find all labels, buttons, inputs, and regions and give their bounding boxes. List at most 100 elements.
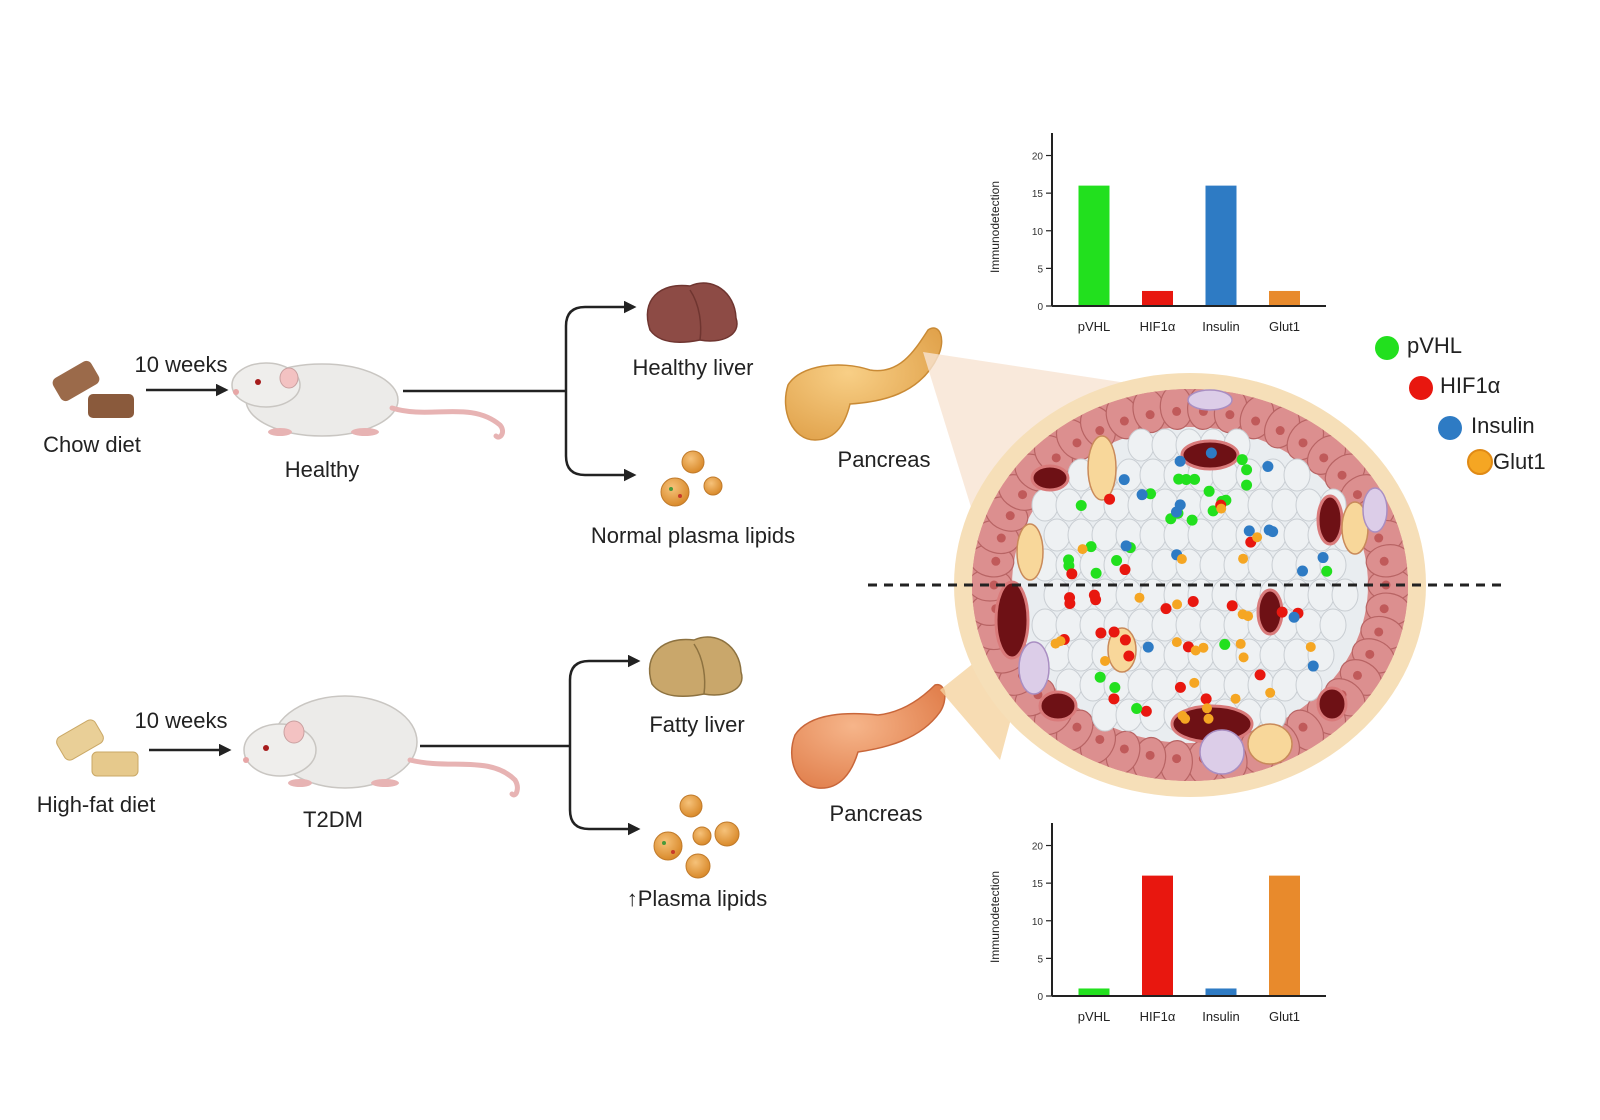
y-tick-label: 10	[1032, 227, 1044, 238]
t2dm-mouse-icon	[243, 695, 520, 798]
x-tick-label: pVHL	[1078, 319, 1111, 334]
islet-cell	[1031, 488, 1059, 522]
fatty-liver-label: Fatty liver	[649, 712, 744, 737]
diabetic-pancreas-icon	[790, 684, 946, 789]
islet-cell	[1247, 488, 1275, 522]
acinar-nucleus	[1374, 533, 1384, 543]
islet-cell	[1031, 608, 1059, 642]
marker-dot	[1189, 677, 1200, 688]
marker-dot	[1205, 447, 1217, 459]
acinar-nucleus	[1374, 627, 1384, 637]
y-tick-label: 5	[1037, 264, 1043, 275]
healthy-liver-icon	[646, 282, 738, 344]
marker-dot	[1064, 598, 1076, 610]
marker-dot	[1085, 541, 1097, 553]
marker-dot	[1226, 600, 1238, 612]
acinar-nucleus	[1172, 754, 1182, 764]
marker-dot	[1108, 626, 1120, 638]
y-tick-label: 0	[1037, 302, 1043, 313]
marker-dot	[1321, 565, 1333, 577]
legend-label: Insulin	[1471, 413, 1535, 438]
islet-cell	[1259, 638, 1287, 672]
islet-cell	[1271, 488, 1299, 522]
marker-dot	[1190, 645, 1201, 656]
marker-dot	[1171, 637, 1182, 648]
acinar-nucleus	[989, 580, 999, 590]
marker-dot	[1236, 454, 1248, 466]
marker-dot	[1176, 554, 1187, 565]
legend-item-glut1: Glut1	[1467, 449, 1546, 475]
y-tick-label: 15	[1032, 879, 1044, 890]
marker-dot	[1066, 568, 1078, 580]
acinar-nucleus	[1119, 416, 1129, 426]
islet-cell	[1139, 518, 1167, 552]
acinar-nucleus	[1379, 556, 1389, 566]
marker-dot	[1094, 671, 1106, 683]
chow-diet-label: Chow diet	[43, 432, 141, 457]
acinar-nucleus	[1365, 649, 1375, 659]
marker-dot	[1145, 488, 1157, 500]
marker-dot	[1307, 660, 1319, 672]
islet-cell	[1151, 428, 1179, 462]
acinar-nucleus	[1145, 750, 1155, 760]
marker-dot	[1160, 603, 1172, 615]
islet-cell	[1199, 608, 1227, 642]
marker-dot	[1075, 500, 1087, 512]
chow-diet-pellets-icon	[52, 360, 134, 418]
marker-dot	[1104, 493, 1116, 505]
islet-cell	[1151, 668, 1179, 702]
bottom-pancreas-label: Pancreas	[830, 801, 923, 826]
acinar-nucleus	[1275, 426, 1285, 436]
islet-cell	[1247, 548, 1275, 582]
marker-dot	[1174, 499, 1186, 511]
marker-dot	[1243, 525, 1255, 537]
y-tick-label: 15	[1032, 189, 1044, 200]
high-fat-diet-pellets-icon	[56, 719, 139, 777]
y-tick-label: 20	[1032, 842, 1044, 853]
bar-0	[1078, 988, 1110, 995]
marker-dot	[1123, 650, 1135, 662]
islet-cell	[1331, 578, 1359, 612]
marker-dot	[1198, 642, 1209, 653]
acinar-nucleus	[1379, 604, 1389, 614]
marker-dot	[1262, 460, 1274, 472]
alpha-beta-cells	[1016, 389, 1388, 775]
islet-cell	[1127, 548, 1155, 582]
y-axis-label: Immunodetection	[988, 871, 1002, 963]
marker-dot	[1305, 641, 1316, 652]
marker-dot	[1186, 514, 1198, 526]
top-duration-label: 10 weeks	[135, 352, 228, 377]
healthy-pancreas-icon	[784, 327, 943, 441]
acinar-nucleus	[1337, 470, 1347, 480]
marker-dot	[1219, 638, 1231, 650]
marker-dot	[1090, 567, 1102, 579]
marker-dot	[1180, 474, 1192, 486]
acinar-nucleus	[1018, 490, 1028, 500]
marker-dot	[1317, 552, 1329, 564]
islet-cell	[1283, 518, 1311, 552]
islet-cell	[1283, 458, 1311, 492]
marker-dot	[1142, 641, 1154, 653]
acinar-nucleus	[1005, 511, 1015, 521]
marker-dot	[1118, 474, 1130, 486]
y-axis-label: Immunodetection	[988, 181, 1002, 273]
acinar-nucleus	[1095, 426, 1105, 436]
acinar-nucleus	[1298, 438, 1308, 448]
marker-dot	[1288, 611, 1300, 623]
marker-dot	[1252, 532, 1263, 543]
y-tick-label: 0	[1037, 992, 1043, 1003]
marker-dot	[1200, 693, 1212, 705]
acinar-nucleus	[1072, 722, 1082, 732]
y-tick-label: 5	[1037, 954, 1043, 965]
bar-3	[1269, 875, 1300, 995]
bar-2	[1205, 988, 1237, 995]
acinar-nucleus	[1119, 744, 1129, 754]
x-tick-label: HIF1α	[1140, 1009, 1176, 1024]
islet-cell	[1271, 548, 1299, 582]
islet-cell	[1163, 518, 1191, 552]
bar-1	[1142, 290, 1173, 305]
bar-2	[1205, 185, 1237, 305]
marker-dot	[1265, 687, 1276, 698]
marker-dot	[1276, 606, 1288, 618]
islet-cell	[1271, 668, 1299, 702]
